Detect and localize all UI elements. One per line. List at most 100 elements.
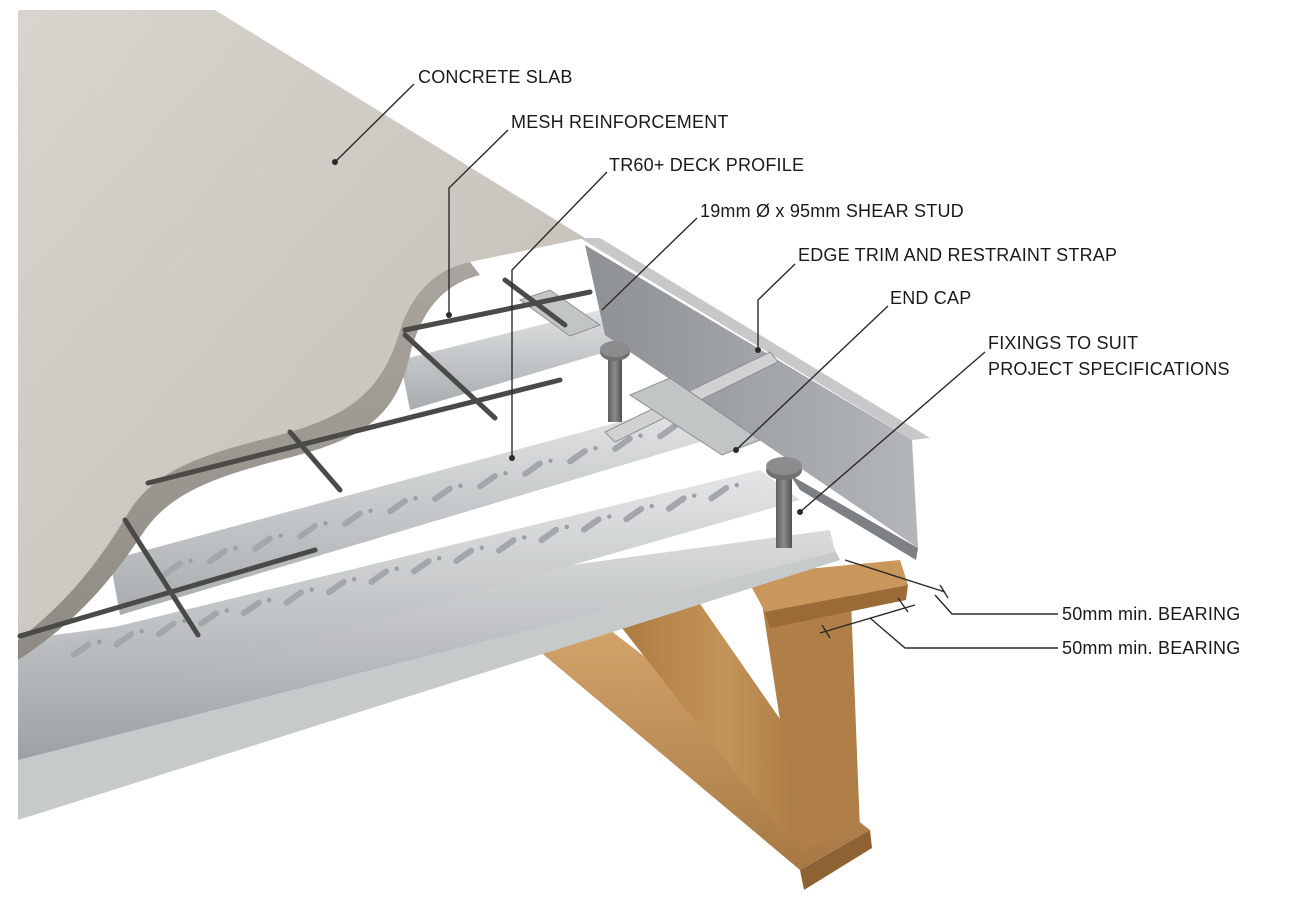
shear-studs bbox=[600, 341, 802, 548]
restraint-straps bbox=[518, 289, 779, 456]
rebar-4 bbox=[122, 517, 201, 638]
beam-web bbox=[600, 575, 850, 842]
deck-embossment bbox=[623, 505, 645, 523]
leader-end-cap bbox=[735, 305, 889, 451]
deck-dimple bbox=[458, 483, 463, 488]
deck-dimple bbox=[638, 433, 643, 438]
beam-top-flange-face bbox=[765, 585, 908, 628]
deck-dimple bbox=[323, 521, 328, 526]
rebar-5 bbox=[287, 429, 343, 493]
leader-mesh bbox=[448, 129, 509, 315]
concrete-slab-top bbox=[18, 10, 585, 640]
label-edge-trim: EDGE TRIM AND RESTRAINT STRAP bbox=[798, 245, 1118, 265]
deck-dimple bbox=[503, 471, 508, 476]
beam-web-face bbox=[760, 575, 860, 850]
label-end-cap: END CAP bbox=[890, 288, 972, 308]
shear-stud-2 bbox=[766, 457, 802, 548]
rebar-7 bbox=[502, 277, 568, 328]
deck-embossment bbox=[580, 516, 602, 533]
steel-beam bbox=[538, 560, 908, 890]
deck-dimple bbox=[278, 533, 283, 538]
leader-concrete-slab bbox=[334, 83, 415, 163]
deck-dimple bbox=[182, 618, 187, 624]
dim-line-lower bbox=[819, 604, 916, 634]
deck-dimple bbox=[593, 446, 598, 451]
deck-embossment bbox=[297, 523, 318, 540]
end-cap-plate bbox=[628, 377, 762, 456]
deck-dimple bbox=[368, 508, 373, 513]
deck-dimple bbox=[394, 566, 399, 571]
deck-embossment bbox=[198, 610, 220, 627]
deck-embossment bbox=[113, 631, 135, 648]
label-deck-profile: TR60+ DECK PROFILE bbox=[609, 155, 805, 175]
beam-bottom-flange-edge bbox=[800, 830, 872, 890]
deck-embossment bbox=[453, 547, 475, 565]
rebar-6 bbox=[402, 332, 498, 421]
deck-dimple bbox=[607, 514, 612, 519]
deck-embossments bbox=[70, 421, 739, 658]
deck-embossment bbox=[325, 578, 347, 596]
deck-embossment bbox=[387, 498, 408, 515]
deck-embossment bbox=[410, 558, 432, 575]
rebar-2 bbox=[17, 547, 318, 639]
deck-underside bbox=[18, 540, 840, 820]
deck-dimple bbox=[352, 576, 357, 582]
deck-dimple bbox=[564, 524, 569, 530]
deck-dimple bbox=[437, 556, 442, 561]
shear-stud-1 bbox=[600, 341, 630, 422]
deck-dimple bbox=[479, 545, 484, 551]
leader-edge-trim bbox=[757, 263, 796, 350]
deck-dimple bbox=[649, 503, 654, 509]
dim-line-upper bbox=[844, 559, 946, 593]
deck-embossment bbox=[708, 485, 730, 502]
deck-embossment bbox=[538, 526, 560, 544]
deck-dimple bbox=[97, 639, 102, 644]
rebar-1 bbox=[145, 377, 563, 486]
deck-embossment bbox=[342, 510, 363, 527]
leader-shear-stud bbox=[601, 217, 698, 311]
deck-dimple bbox=[548, 458, 553, 463]
deck-dimple bbox=[522, 535, 527, 540]
deck-dimple bbox=[309, 587, 314, 592]
deck-dimple bbox=[734, 483, 739, 488]
leader-bearing-upper bbox=[934, 594, 1058, 615]
edge-trim-top bbox=[580, 238, 930, 440]
dim-tick-2 bbox=[897, 597, 909, 613]
deck-embossment bbox=[368, 568, 390, 585]
concrete-slab-cut-edge bbox=[18, 262, 480, 660]
label-fixings-line2: PROJECT SPECIFICATIONS bbox=[988, 359, 1230, 379]
mesh-reinforcement bbox=[17, 277, 593, 639]
edge-trim-lower-face bbox=[790, 475, 918, 560]
deck-embossment bbox=[657, 423, 678, 440]
label-fixings-line1: FIXINGS TO SUIT bbox=[988, 333, 1139, 353]
leader-bearing-lower bbox=[869, 617, 1058, 649]
deck-embossment bbox=[612, 435, 633, 452]
deck-dimple bbox=[267, 597, 272, 603]
deck-embossment bbox=[665, 495, 687, 512]
deck-embossment bbox=[283, 589, 305, 606]
deck-embossment bbox=[240, 599, 262, 617]
deck-embossment bbox=[155, 620, 177, 638]
leader-fixings bbox=[799, 351, 986, 513]
deck-embossment bbox=[432, 485, 453, 502]
deck-dimple bbox=[413, 496, 418, 501]
label-bearing-upper: 50mm min. BEARING bbox=[1062, 604, 1241, 624]
deck-embossment bbox=[522, 460, 543, 477]
label-bearing-lower: 50mm min. BEARING bbox=[1062, 638, 1241, 658]
deck-front-face bbox=[18, 530, 835, 760]
concrete-slab bbox=[18, 10, 585, 660]
deck-dimple bbox=[224, 608, 229, 613]
edge-trim bbox=[580, 238, 930, 560]
deck-dimple bbox=[139, 629, 144, 634]
dim-tick-3 bbox=[821, 624, 831, 639]
deck-embossment bbox=[207, 548, 228, 565]
rebar-3 bbox=[402, 289, 593, 333]
dim-tick-1 bbox=[939, 584, 949, 599]
deck-embossment bbox=[162, 560, 183, 577]
deck-embossment bbox=[252, 535, 273, 552]
deck-embossment bbox=[567, 448, 588, 465]
deck-dimple bbox=[692, 493, 697, 498]
deck-embossment bbox=[70, 641, 92, 658]
edge-trim-face bbox=[585, 245, 918, 548]
